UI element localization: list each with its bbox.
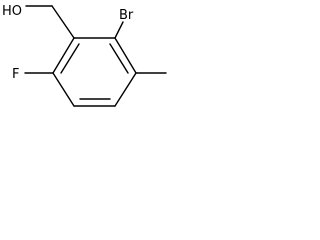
chemical-structure: HO Br F (2, 4, 167, 107)
ring-bond-upper-right (114, 37, 137, 74)
structure-diagram: HO Br F (0, 0, 180, 116)
ch2-bond (51, 5, 75, 39)
fluorine-label: F (12, 67, 19, 82)
bromine-label: Br (119, 8, 134, 23)
hydroxyl-label: HO (2, 4, 22, 19)
ring-double-bond-right (109, 43, 129, 74)
ring-double-bond-left (60, 43, 80, 74)
ring-bond-lower-left (52, 72, 75, 107)
ring-bond-lower-right (114, 72, 137, 107)
br-bond (114, 21, 124, 39)
ring-bond-upper-left (52, 37, 75, 74)
